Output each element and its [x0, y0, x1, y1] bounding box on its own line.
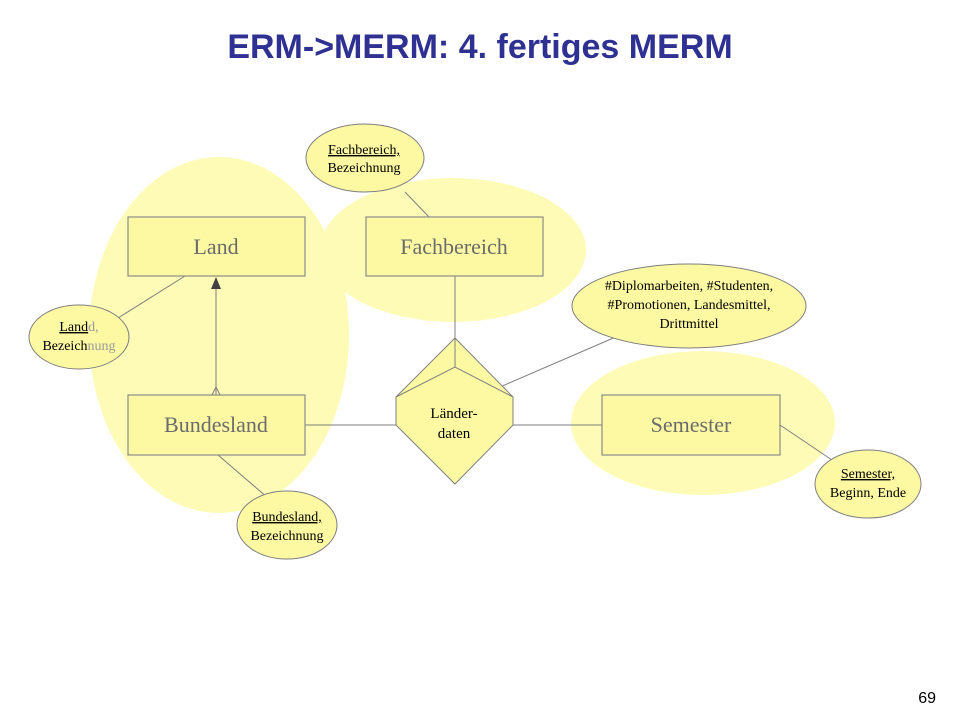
relationship-label-line2: daten [438, 426, 471, 442]
attr-fachbereich-line2: Bezeichnung [327, 161, 400, 176]
line-semester-attr [779, 424, 833, 461]
attr-semester-line2: Beginn, Ende [830, 486, 906, 501]
attr-bundesland-key: Bundesland, [252, 510, 322, 525]
entity-bundesland-label: Bundesland [164, 412, 268, 437]
attribute-bundesland [236, 490, 338, 560]
attr-land-line2: Bezeichnung [42, 339, 115, 354]
line-bundesland-attr [217, 454, 269, 499]
attr-fachbereich-key: Fachbereich, [328, 143, 400, 158]
attribute-fachbereich [305, 123, 425, 193]
entity-semester-label: Semester [651, 412, 732, 437]
attr-semester-key: Semester, [841, 467, 895, 482]
entity-fachbereich [365, 216, 544, 277]
line-fachbereich-attr [404, 191, 431, 219]
entity-bundesland [127, 394, 306, 456]
arrow-head-land [211, 277, 221, 289]
attribute-land [28, 304, 130, 370]
attr-bundesland-line2: Bezeichnung [250, 529, 323, 544]
isa-foot-bundesland [211, 385, 221, 396]
attribute-laenderdaten [571, 263, 807, 349]
attr-laenderdaten-line3: Drittmittel [659, 317, 718, 332]
entity-land-label: Land [193, 234, 238, 259]
attr-land-key: Land [59, 320, 88, 335]
attribute-semester [814, 449, 922, 519]
attr-land-rest: d, [88, 320, 99, 335]
line-relationship-attr [499, 335, 619, 388]
relationship-label-line1: Länder- [430, 406, 477, 422]
page-number: 69 [918, 690, 936, 707]
attr-laenderdaten-line2: #Promotionen, Landesmittel, [608, 298, 771, 313]
entity-fachbereich-label: Fachbereich [400, 234, 508, 259]
entity-land [127, 216, 306, 277]
attr-land-line2-b: nung [88, 339, 116, 354]
line-land-attr [117, 275, 186, 319]
relationship-laenderdaten [395, 337, 514, 485]
attr-laenderdaten-line1: #Diplomarbeiten, #Studenten, [605, 279, 773, 294]
slide-title: ERM->MERM: 4. fertiges MERM [227, 28, 733, 66]
entity-semester [601, 394, 781, 456]
attr-land-line2-a: Bezeich [42, 339, 87, 354]
attr-land-line1: Landd, [59, 320, 98, 335]
